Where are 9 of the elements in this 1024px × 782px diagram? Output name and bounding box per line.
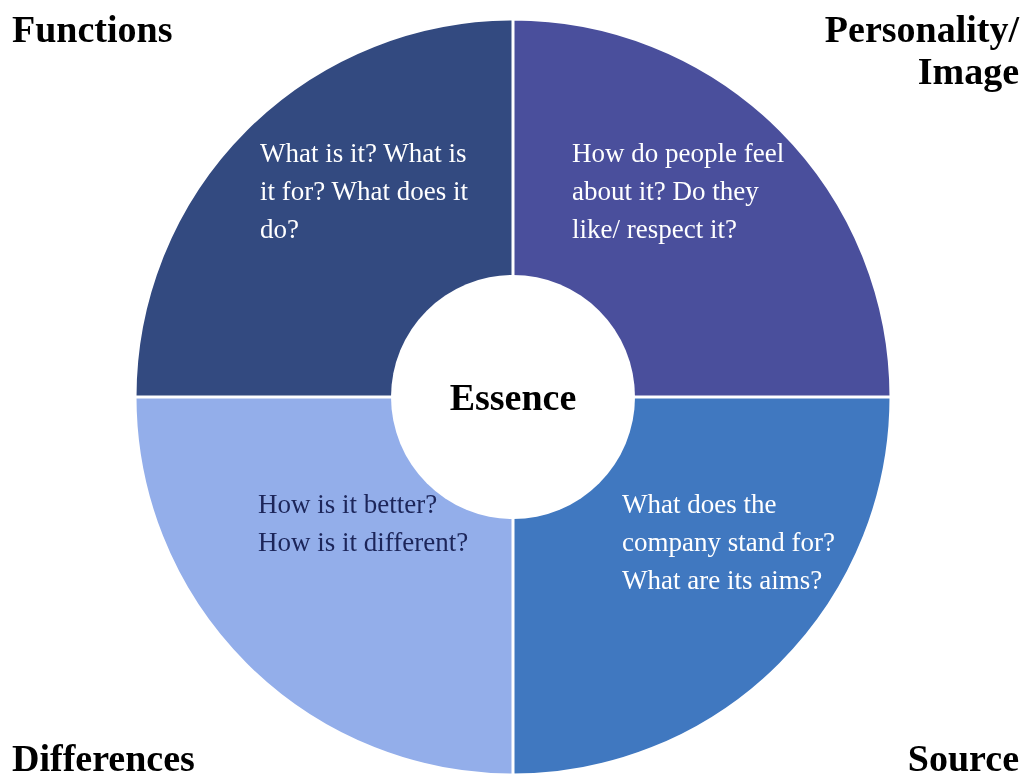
section-heading: Functions — [12, 8, 173, 50]
question-text: How do people feel about it? Do they like/ respect it? — [572, 137, 786, 246]
question-text: What does the company stand for? What are its aims? — [622, 488, 836, 597]
section-heading: Source — [907, 737, 1019, 779]
center-label: Essence — [449, 375, 577, 419]
question-text: How is it better? How is it different? — [258, 488, 470, 559]
section-heading: Personality/ Image — [823, 8, 1019, 92]
section-heading: Differences — [12, 737, 195, 779]
question-text: What is it? What is it for? What does it do? — [260, 137, 469, 246]
